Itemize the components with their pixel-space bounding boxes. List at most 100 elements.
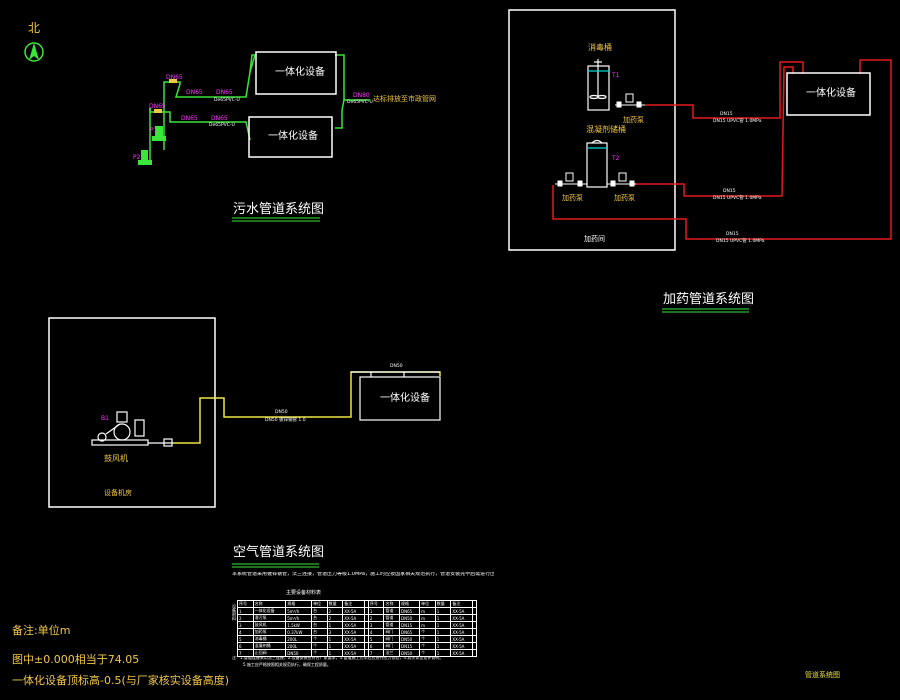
dosing-pump-1-icon: [615, 93, 645, 108]
legend-cell: 个: [419, 642, 436, 650]
legend-cell: 个: [419, 628, 436, 636]
legend-cell: 0.37kW: [285, 628, 313, 636]
air-pipe-spec: DN50 镀锌钢管 1.0: [265, 418, 306, 423]
blower-room-frame[interactable]: [48, 317, 216, 508]
pump-tag: P2: [133, 154, 141, 161]
legend-cell: m: [419, 621, 436, 629]
sewage-system-title: 污水管道系统图: [233, 202, 325, 217]
blower-icon: [91, 411, 173, 447]
air-pipe: [173, 371, 441, 444]
pipe-label: DN65: [149, 103, 166, 110]
disinfection-tank-icon: [587, 59, 610, 111]
dosing-equipment[interactable]: [786, 72, 871, 116]
blower-label: 鼓风机: [104, 454, 128, 463]
pipe-label: DN65: [166, 74, 183, 81]
legend-cell: XX-5A: [450, 628, 473, 636]
dosing-room-label: 加药间: [584, 235, 605, 243]
dosing-pump-3-icon: [607, 172, 636, 187]
sewage-valve-icons: [154, 79, 177, 113]
legend-cell: DN50: [399, 649, 421, 657]
legend-cell: XX-5A: [450, 614, 473, 622]
legend-cell: 管道: [383, 621, 401, 629]
legend-cell: m: [419, 607, 436, 615]
legend-cell: 1: [434, 607, 452, 615]
sewage-pump-2-icon: [138, 150, 152, 165]
legend-cell: [471, 635, 478, 643]
legend-cell: 单位: [419, 600, 436, 608]
dosing-pipe-dn: DN15: [723, 189, 736, 194]
tank-tag: T1: [612, 72, 620, 79]
north-arrow-icon: [24, 42, 44, 62]
pipe-spec: De65PVC-U: [347, 100, 373, 105]
dosing-system-title: 加药管道系统图: [663, 292, 755, 307]
dosing-room-frame[interactable]: [508, 9, 676, 251]
elevation-note: 图中±0.000相当于74.05: [12, 653, 140, 666]
dosing-equipment-label: 一体化设备: [806, 88, 856, 99]
legend-cell: 台: [311, 607, 328, 615]
legend-cell: 5m³/h: [285, 607, 313, 615]
dosing-pipe-spec: DN15 UPVC管 1.0MPa: [713, 119, 762, 124]
legend-cell: [471, 621, 478, 629]
air-equipment[interactable]: [351, 371, 441, 421]
pipe-label: DN65: [211, 115, 228, 122]
dosing-pipe-spec: DN15 UPVC管 1.0MPa: [713, 196, 762, 201]
legend-cell: 消毒桶: [252, 635, 287, 643]
legend-cell: DN15: [399, 642, 421, 650]
legend-cell: [471, 600, 478, 608]
pipe-label: DN65: [186, 89, 203, 96]
legend-header-row: 序号名称规格单位数量备注序号名称规格单位数量备注: [237, 600, 478, 608]
legend-cell: [471, 628, 478, 636]
legend-cell: XX-5A: [342, 635, 365, 643]
legend-cell: 规格: [399, 600, 421, 608]
pipe-label: DN65: [216, 89, 233, 96]
legend-cell: XX-5A: [342, 642, 365, 650]
legend-cell: XX-5A: [342, 621, 365, 629]
legend-cell: DN50: [399, 635, 421, 643]
air-pipe-dn: DN50: [275, 410, 288, 415]
sewage-equipment-1[interactable]: [255, 51, 337, 95]
legend-cell: XX-5A: [450, 635, 473, 643]
legend-cell: 单位: [311, 600, 328, 608]
legend-cell: 潜污泵: [252, 614, 287, 622]
legend-cell: 5: [237, 635, 254, 643]
pipe-spec: De65PVC-U: [209, 123, 235, 128]
pipe-label: DN65: [181, 115, 198, 122]
legend-cell: 1: [434, 635, 452, 643]
legend-cell: 阀门: [383, 635, 401, 643]
legend-cell: XX-5A: [342, 607, 365, 615]
legend-cell: 5m³/h: [285, 614, 313, 622]
legend-cell: 一体化设备: [252, 607, 287, 615]
legend-note: 注：1.管道连接采用法兰连接，2.设备安装应符合厂家要求，3.管道施工完毕后应进…: [232, 656, 444, 660]
legend-cell: 管道: [383, 614, 401, 622]
blower-tag: B1: [101, 415, 109, 422]
legend-cell: [471, 614, 478, 622]
legend-cell: 200L: [285, 642, 313, 650]
coagulant-tank-icon: [586, 139, 608, 188]
dosing-pipe-network: [552, 59, 892, 240]
legend-cell: 2: [237, 614, 254, 622]
legend-table-title: 主要设备材料表: [286, 590, 322, 596]
pipe-spec: De65PVC-U: [214, 98, 240, 103]
legend-cell: 3: [237, 621, 254, 629]
dosing-pump-2-icon: [555, 172, 587, 187]
legend-cell: XX-5A: [450, 607, 473, 615]
sewage-equipment-2[interactable]: [248, 116, 333, 158]
legend-cell: XX-5A: [342, 628, 365, 636]
legend-cell: [363, 649, 369, 657]
drawing-name: 管道系统图: [805, 671, 840, 679]
blower-room-label: 设备机房: [104, 489, 132, 497]
legend-cell: DN50: [399, 614, 421, 622]
legend-cell: 名称: [383, 600, 401, 608]
outlet-pipe-label: DN80: [353, 92, 370, 99]
legend-cell: 个: [311, 642, 328, 650]
legend-cell: 1: [237, 607, 254, 615]
dosing-pump-label: 加药泵: [623, 116, 644, 124]
legend-note: 5.施工应严格按照相关规范执行，确保工程质量。: [243, 662, 331, 667]
legend-cell: 3: [326, 628, 344, 636]
legend-cell: 4: [367, 628, 385, 636]
